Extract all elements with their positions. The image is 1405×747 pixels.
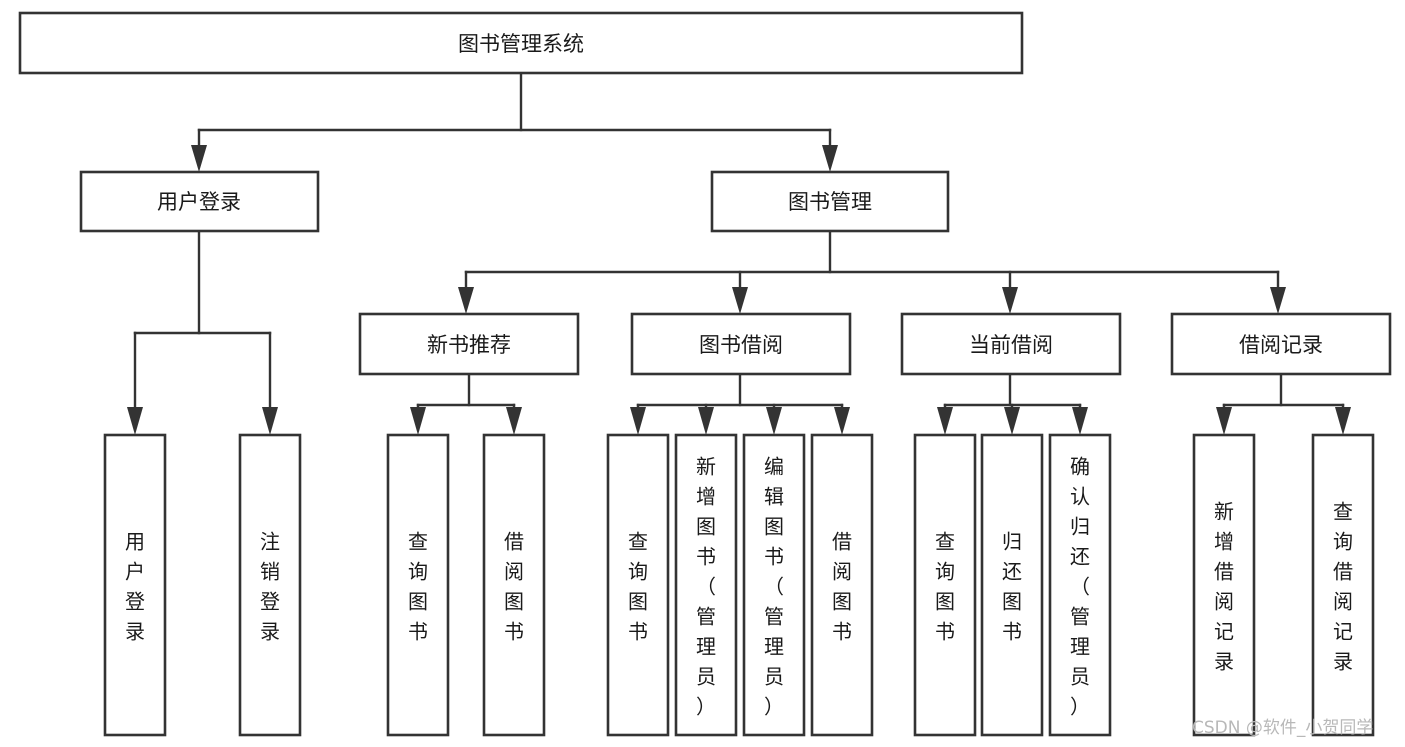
leaf-query-book-3[interactable]: 查询图书 xyxy=(913,433,977,737)
leaf-query-book-2-box[interactable] xyxy=(606,433,670,737)
leaf-borrow-book-2-label: 借阅图书 xyxy=(832,529,852,643)
node-book-borrow-label: 图书借阅 xyxy=(699,333,783,357)
arrow-to-user-login xyxy=(191,145,207,172)
leaf-query-book-1-label: 查询图书 xyxy=(408,529,428,643)
arrow-to-borrow-record xyxy=(1270,287,1286,314)
node-current-borrow[interactable]: 当前借阅 xyxy=(900,312,1122,376)
leaf-edit-book-box[interactable] xyxy=(742,433,806,737)
node-borrow-record-box[interactable] xyxy=(1170,312,1392,376)
leaf-query-book-3-label: 查询图书 xyxy=(935,529,955,643)
arrow-to-leaf-logout-login xyxy=(262,407,278,435)
leaf-user-login[interactable]: 用户登录 xyxy=(103,433,167,737)
arrow-to-leaf-confirm-return xyxy=(1072,407,1088,435)
leaf-edit-book-label: 编辑图书（管理员） xyxy=(764,454,784,718)
node-book-manage[interactable]: 图书管理 xyxy=(710,170,950,233)
leaf-query-record-label: 查询借阅记录 xyxy=(1333,499,1353,673)
node-root[interactable]: 图书管理系统 xyxy=(18,11,1024,75)
arrow-to-leaf-edit-book xyxy=(766,407,782,435)
leaf-borrow-book-1-box[interactable] xyxy=(482,433,546,737)
leaf-logout-login[interactable]: 注销登录 xyxy=(238,433,302,737)
connector-layer xyxy=(127,71,1351,435)
leaf-borrow-book-2[interactable]: 借阅图书 xyxy=(810,433,874,737)
node-book-manage-box[interactable] xyxy=(710,170,950,233)
leaf-add-record-box[interactable] xyxy=(1192,433,1256,737)
arrow-to-leaf-add-book xyxy=(698,407,714,435)
arrow-to-leaf-query-book-1 xyxy=(410,407,426,435)
node-root-label: 图书管理系统 xyxy=(458,32,584,56)
leaf-borrow-book-1[interactable]: 借阅图书 xyxy=(482,433,546,737)
leaf-borrow-book-2-box[interactable] xyxy=(810,433,874,737)
arrow-to-leaf-add-record xyxy=(1216,407,1232,435)
node-user-login-box[interactable] xyxy=(79,170,320,233)
leaf-add-book-box[interactable] xyxy=(674,433,738,737)
leaf-confirm-return-label: 确认归还（管理员） xyxy=(1070,454,1090,718)
node-book-borrow[interactable]: 图书借阅 xyxy=(630,312,852,376)
node-borrow-record[interactable]: 借阅记录 xyxy=(1170,312,1392,376)
leaf-confirm-return[interactable]: 确认归还（管理员） xyxy=(1048,433,1112,737)
arrow-to-leaf-query-record xyxy=(1335,407,1351,435)
node-root-box[interactable] xyxy=(18,11,1024,75)
arrow-to-leaf-borrow-book-1 xyxy=(506,407,522,435)
leaf-query-book-1-box[interactable] xyxy=(386,433,450,737)
leaf-query-record-box[interactable] xyxy=(1311,433,1375,737)
leaf-add-book[interactable]: 新增图书（管理员） xyxy=(674,433,738,737)
leaf-return-book[interactable]: 归还图书 xyxy=(980,433,1044,737)
arrow-to-book-manage xyxy=(822,145,838,172)
leaf-logout-login-label: 注销登录 xyxy=(260,529,280,643)
leaf-return-book-label: 归还图书 xyxy=(1002,529,1022,643)
leaf-query-book-1[interactable]: 查询图书 xyxy=(386,433,450,737)
leaf-confirm-return-box[interactable] xyxy=(1048,433,1112,737)
leaf-user-login-label: 用户登录 xyxy=(125,529,145,643)
node-user-login[interactable]: 用户登录 xyxy=(79,170,320,233)
node-user-login-label: 用户登录 xyxy=(157,190,241,214)
node-new-book-recommend-label: 新书推荐 xyxy=(427,333,511,357)
leaf-query-book-2-label: 查询图书 xyxy=(628,529,648,643)
leaf-user-login-box[interactable] xyxy=(103,433,167,737)
arrow-to-leaf-return-book xyxy=(1004,407,1020,435)
node-new-book-recommend[interactable]: 新书推荐 xyxy=(358,312,580,376)
leaf-logout-login-box[interactable] xyxy=(238,433,302,737)
arrow-to-book-borrow xyxy=(732,287,748,314)
leaf-add-book-label: 新增图书（管理员） xyxy=(696,454,716,718)
leaf-edit-book[interactable]: 编辑图书（管理员） xyxy=(742,433,806,737)
node-new-book-recommend-box[interactable] xyxy=(358,312,580,376)
arrow-to-new-book-recommend xyxy=(458,287,474,314)
arrow-to-leaf-borrow-book-2 xyxy=(834,407,850,435)
leaf-query-book-3-box[interactable] xyxy=(913,433,977,737)
leaf-borrow-book-1-label: 借阅图书 xyxy=(504,529,524,643)
arrow-to-leaf-query-book-3 xyxy=(937,407,953,435)
node-current-borrow-box[interactable] xyxy=(900,312,1122,376)
csdn-watermark: CSDN @软件_小贺同学 xyxy=(1192,718,1373,738)
node-current-borrow-label: 当前借阅 xyxy=(969,333,1053,357)
arrow-to-leaf-user-login xyxy=(127,407,143,435)
node-borrow-record-label: 借阅记录 xyxy=(1239,333,1323,357)
leaf-query-record[interactable]: 查询借阅记录 xyxy=(1311,433,1375,737)
leaf-add-record[interactable]: 新增借阅记录 xyxy=(1192,433,1256,737)
leaf-query-book-2[interactable]: 查询图书 xyxy=(606,433,670,737)
arrow-to-current-borrow xyxy=(1002,287,1018,314)
leaf-return-book-box[interactable] xyxy=(980,433,1044,737)
node-book-manage-label: 图书管理 xyxy=(788,190,872,214)
node-book-borrow-box[interactable] xyxy=(630,312,852,376)
arrow-to-leaf-query-book-2 xyxy=(630,407,646,435)
leaf-add-record-label: 新增借阅记录 xyxy=(1214,499,1234,673)
